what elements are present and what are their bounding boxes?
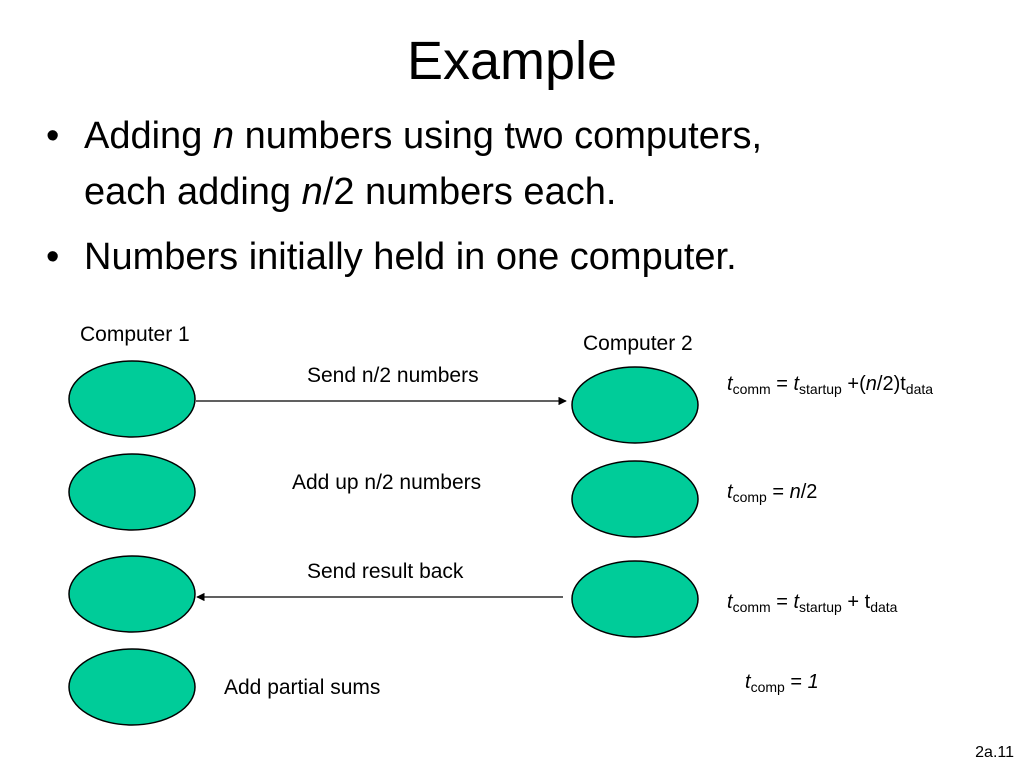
computer1-label: Computer 1 xyxy=(80,323,190,346)
bullet-item-2: • Numbers initially held in one computer… xyxy=(46,231,946,287)
subscript: data xyxy=(870,599,898,615)
bullet-1-line-1: Adding n numbers using two computers, xyxy=(84,110,762,162)
computer1-node-2 xyxy=(68,453,196,531)
step-label-send: Send n/2 numbers xyxy=(307,364,479,387)
text-fragment: n xyxy=(301,171,323,213)
text-fragment: /2 xyxy=(800,481,818,503)
text-fragment: 1 xyxy=(807,671,819,693)
subscript: data xyxy=(905,381,934,397)
bullet-1-line-2: each adding n/2 numbers each. xyxy=(84,166,616,218)
computer1-node-3 xyxy=(68,555,196,633)
formula-comm-send: tcomm = tstartup +(n/2)tdata xyxy=(727,373,933,397)
computer2-node-2 xyxy=(571,460,699,538)
formula-comm-return: tcomm = tstartup + tdata xyxy=(727,591,897,615)
computer2-label: Computer 2 xyxy=(583,332,693,355)
computer1-node-1 xyxy=(68,360,196,438)
text-fragment: t xyxy=(727,373,733,395)
subscript: startup xyxy=(799,381,842,397)
step-label-partial: Add partial sums xyxy=(224,676,381,699)
text-fragment: t xyxy=(793,373,800,395)
formula-comp-add: tcomp = n/2 xyxy=(727,481,817,505)
text-fragment: Numbers initially held in one computer. xyxy=(84,236,737,278)
slide-number: 2a.11 xyxy=(975,744,1014,761)
subscript: startup xyxy=(799,599,842,615)
text-fragment: = xyxy=(784,671,808,693)
step-label-return: Send result back xyxy=(307,560,464,583)
text-fragment: numbers using two computers, xyxy=(234,115,763,157)
bullet-item-1: • Adding n numbers using two computers, … xyxy=(46,110,946,220)
subscript: comm xyxy=(732,381,771,397)
text-fragment: n xyxy=(212,115,235,157)
text-fragment: /2)t xyxy=(876,373,906,395)
text-fragment: + t xyxy=(841,591,871,613)
subscript: comp xyxy=(732,489,767,505)
text-fragment: each adding xyxy=(84,171,302,213)
slide-title: Example xyxy=(406,31,618,91)
computer2-node-1 xyxy=(571,366,699,444)
text-fragment: = xyxy=(770,591,794,613)
text-fragment: = xyxy=(766,481,790,503)
step-label-add: Add up n/2 numbers xyxy=(292,471,482,494)
text-fragment: /2 numbers each. xyxy=(322,171,617,213)
bullet-dot: • xyxy=(46,115,60,157)
text-fragment: t xyxy=(727,591,733,613)
text-fragment: = xyxy=(770,373,794,395)
text-fragment: t xyxy=(727,481,733,503)
bullet-2-line-1: Numbers initially held in one computer. xyxy=(84,231,737,283)
computer1-node-4 xyxy=(68,648,196,726)
bullet-dot: • xyxy=(46,236,60,278)
text-fragment: Adding xyxy=(84,115,213,157)
subscript: comm xyxy=(732,599,771,615)
text-fragment: n xyxy=(865,373,877,395)
text-fragment: t xyxy=(793,591,800,613)
computer2-node-3 xyxy=(571,560,699,638)
text-fragment: +( xyxy=(841,373,866,395)
formula-comp-partial: tcomp = 1 xyxy=(745,671,819,695)
subscript: comp xyxy=(750,679,785,695)
text-fragment: n xyxy=(789,481,801,503)
text-fragment: t xyxy=(745,671,751,693)
